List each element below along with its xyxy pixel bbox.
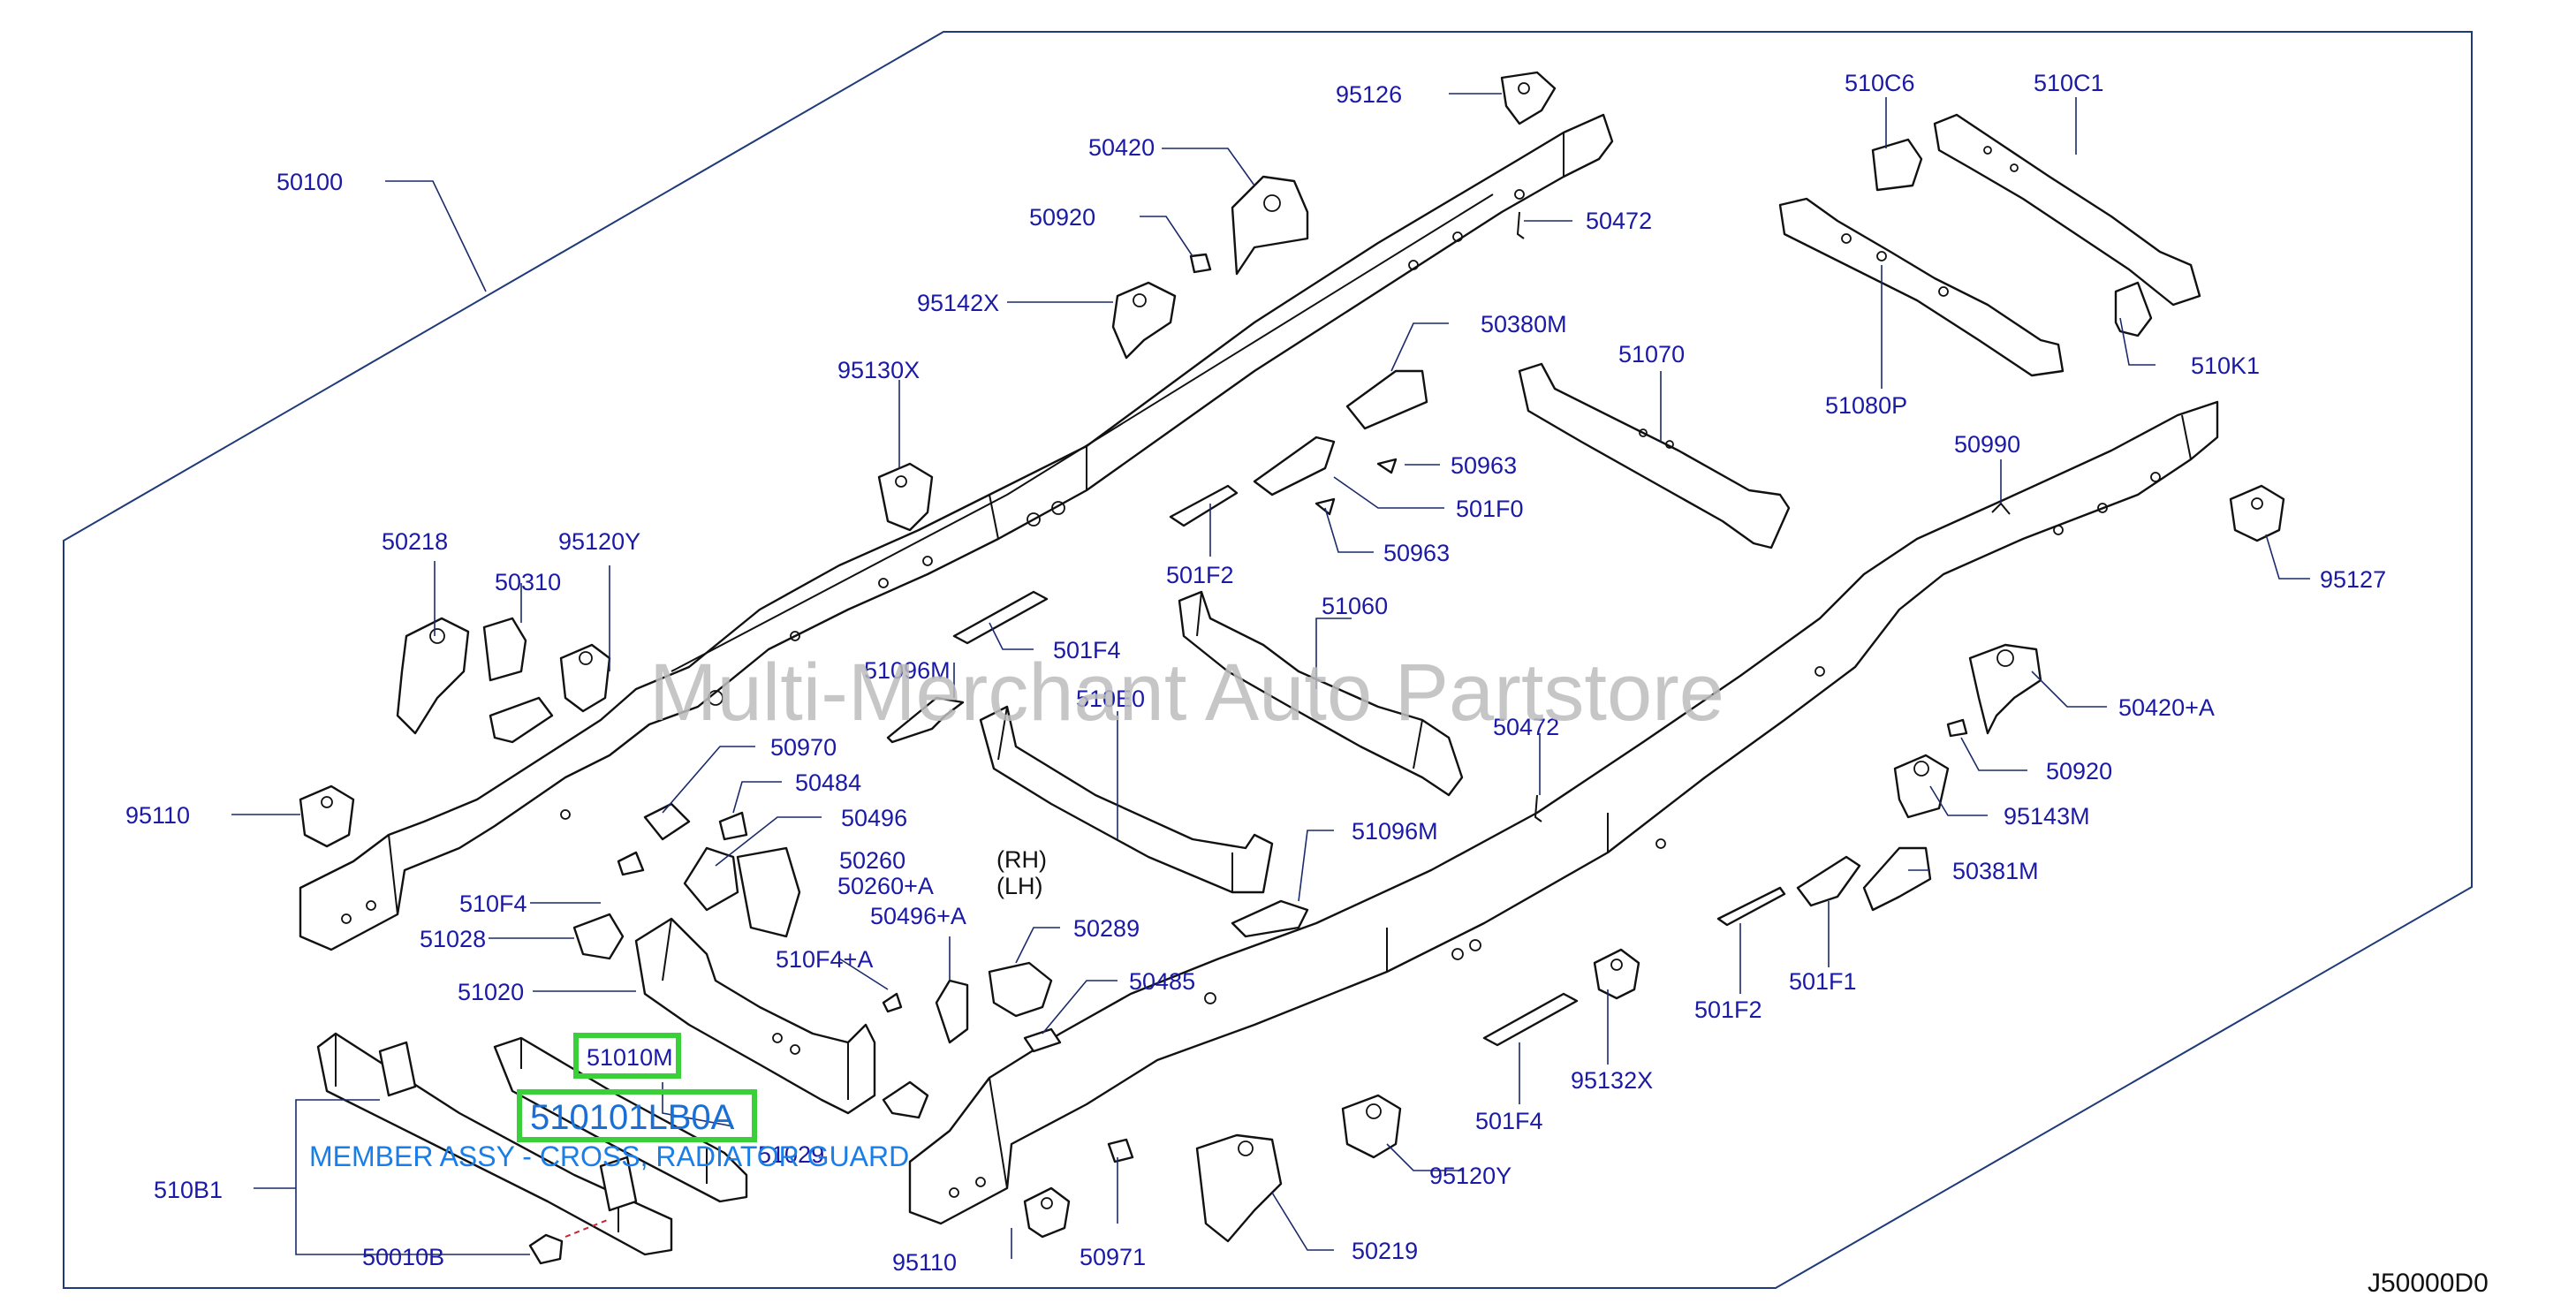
small-brackets: [299, 71, 2285, 1265]
label-95127[interactable]: 95127: [2320, 566, 2386, 593]
part-51010m-radiator-guard: [493, 1036, 748, 1203]
label-50420[interactable]: 50420: [1088, 134, 1155, 161]
watermark: Multi-Merchant Auto Partstore: [649, 648, 1724, 738]
label-50485[interactable]: 50485: [1129, 968, 1195, 995]
part-number-label[interactable]: 510101LB0A: [530, 1098, 735, 1137]
label-51080p[interactable]: 51080P: [1825, 392, 1907, 419]
side-label-lh: (LH): [996, 873, 1043, 899]
part-51070-crossmember: [1518, 362, 1791, 549]
highlight-callout[interactable]: 51010M 510101LB0A MEMBER ASSY - CROSS, R…: [309, 1033, 909, 1172]
label-95130x[interactable]: 95130X: [837, 357, 920, 383]
label-95110-top[interactable]: 95110: [125, 802, 190, 829]
label-50260a[interactable]: 50260+A: [837, 873, 934, 899]
part-510c1-rear-member: [1933, 113, 2201, 307]
label-50990[interactable]: 50990: [1954, 431, 2020, 458]
label-51096m-top[interactable]: 51096M: [864, 657, 951, 684]
label-51029[interactable]: 51029: [758, 1141, 824, 1168]
label-510e0[interactable]: 510E0: [1076, 686, 1145, 712]
label-501f2-top[interactable]: 501F2: [1166, 562, 1234, 588]
callout-highlight-box[interactable]: [573, 1033, 681, 1079]
label-95110-bottom[interactable]: 95110: [892, 1249, 957, 1276]
label-510k1[interactable]: 510K1: [2191, 352, 2260, 379]
frame-rail-right: [908, 400, 2219, 1225]
label-510f4a[interactable]: 510F4+A: [776, 946, 873, 973]
label-50420a[interactable]: 50420+A: [2118, 694, 2215, 721]
label-50971[interactable]: 50971: [1080, 1244, 1146, 1270]
label-95120y-top[interactable]: 95120Y: [558, 528, 640, 555]
label-510b1[interactable]: 510B1: [154, 1177, 223, 1203]
label-50970[interactable]: 50970: [770, 734, 837, 761]
label-50100[interactable]: 50100: [277, 169, 343, 195]
label-51028[interactable]: 51028: [420, 926, 486, 952]
label-50219[interactable]: 50219: [1352, 1238, 1418, 1264]
label-510c6[interactable]: 510C6: [1845, 70, 1915, 96]
label-501f2-bottom[interactable]: 501F2: [1694, 997, 1762, 1023]
label-95142x[interactable]: 95142X: [917, 290, 999, 316]
label-95126[interactable]: 95126: [1336, 81, 1402, 108]
part-51060-crossmember: [1178, 590, 1464, 797]
label-510f4[interactable]: 510F4: [459, 890, 527, 917]
label-50260[interactable]: 50260: [839, 847, 905, 874]
label-50010b[interactable]: 50010B: [362, 1244, 444, 1270]
label-501f4-bottom[interactable]: 501F4: [1475, 1108, 1543, 1134]
label-50496a[interactable]: 50496+A: [870, 903, 966, 929]
diagram-frame: [63, 31, 2473, 1289]
label-50920[interactable]: 50920: [1029, 204, 1095, 231]
label-50472[interactable]: 50472: [1586, 208, 1652, 234]
label-50289[interactable]: 50289: [1073, 915, 1140, 942]
label-50484[interactable]: 50484: [795, 769, 861, 796]
label-51020[interactable]: 51020: [458, 979, 524, 1005]
diagram-id: J50000D0: [2368, 1269, 2489, 1298]
part-description: MEMBER ASSY - CROSS, RADIATOR GUARD: [309, 1140, 909, 1172]
label-50963-a[interactable]: 50963: [1451, 452, 1517, 479]
part-510b1-bumper-member: [316, 1032, 673, 1256]
side-label-rh: (RH): [996, 846, 1047, 873]
callout-label-51010m[interactable]: 51010M: [587, 1044, 673, 1071]
label-50963-b[interactable]: 50963: [1383, 540, 1450, 566]
fastener-hint-line: [564, 1218, 610, 1238]
label-51060[interactable]: 51060: [1322, 593, 1388, 619]
label-50218[interactable]: 50218: [382, 528, 448, 555]
label-501f0[interactable]: 501F0: [1456, 496, 1524, 522]
label-95143m[interactable]: 95143M: [2004, 803, 2090, 830]
part-51080p-rear-crossmember: [1778, 197, 2065, 377]
label-50310[interactable]: 50310: [495, 569, 561, 595]
label-51070[interactable]: 51070: [1618, 341, 1685, 368]
label-51096m-bottom[interactable]: 51096M: [1352, 818, 1438, 845]
label-50920-right[interactable]: 50920: [2046, 758, 2112, 784]
part-510e0-crossmember: [979, 705, 1274, 894]
label-50381m[interactable]: 50381M: [1952, 858, 2039, 884]
label-95120y-bottom[interactable]: 95120Y: [1429, 1163, 1512, 1189]
label-50472-right[interactable]: 50472: [1493, 714, 1559, 740]
leader-lines: [231, 93, 2310, 1259]
part-number-highlight-box[interactable]: [517, 1089, 757, 1142]
label-510c1[interactable]: 510C1: [2034, 70, 2104, 96]
part-51020-crossmember: [634, 917, 876, 1115]
label-50380m[interactable]: 50380M: [1481, 311, 1567, 337]
frame-rail-left: [299, 113, 1614, 951]
part-labels: 50100 95126 50420 50920 50472 95142X 951…: [125, 70, 2386, 1276]
label-501f4-top[interactable]: 501F4: [1053, 637, 1121, 663]
label-501f1[interactable]: 501F1: [1789, 968, 1857, 995]
label-50496[interactable]: 50496: [841, 805, 907, 831]
label-95132x[interactable]: 95132X: [1571, 1067, 1653, 1094]
